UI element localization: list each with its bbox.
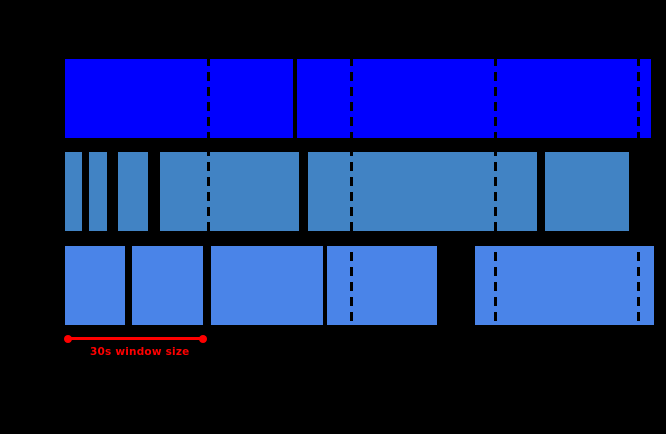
bar-row-3-seg-1: [65, 246, 126, 325]
bar-row-3-seg-3: [211, 246, 323, 325]
bar-row-2-seg-6: [545, 152, 629, 231]
bar-row-2-seg-2: [88, 152, 108, 231]
bar-row-1-seg-1: [65, 59, 293, 138]
window-boundary-120s: [636, 57, 640, 331]
window-boundary-60s: [350, 57, 354, 331]
window-boundary-30s: [206, 57, 210, 331]
bar-row-2-seg-1: [65, 152, 83, 231]
arrow-endpoint-right-icon: [199, 334, 208, 343]
window-boundary-90s: [493, 57, 497, 331]
window-size-label: 30s window size: [90, 346, 190, 358]
bar-row-2-seg-5: [308, 152, 538, 231]
bar-row-3-seg-2: [132, 246, 204, 325]
bar-row-1-seg-2: [297, 59, 652, 138]
bar-row-2-seg-3: [118, 152, 149, 231]
window-size-arrow: [68, 337, 204, 340]
bar-row-2-seg-4: [160, 152, 300, 231]
arrow-endpoint-left-icon: [64, 334, 73, 343]
bar-row-3-seg-4: [326, 246, 438, 325]
bar-row-3-seg-5: [474, 246, 655, 325]
